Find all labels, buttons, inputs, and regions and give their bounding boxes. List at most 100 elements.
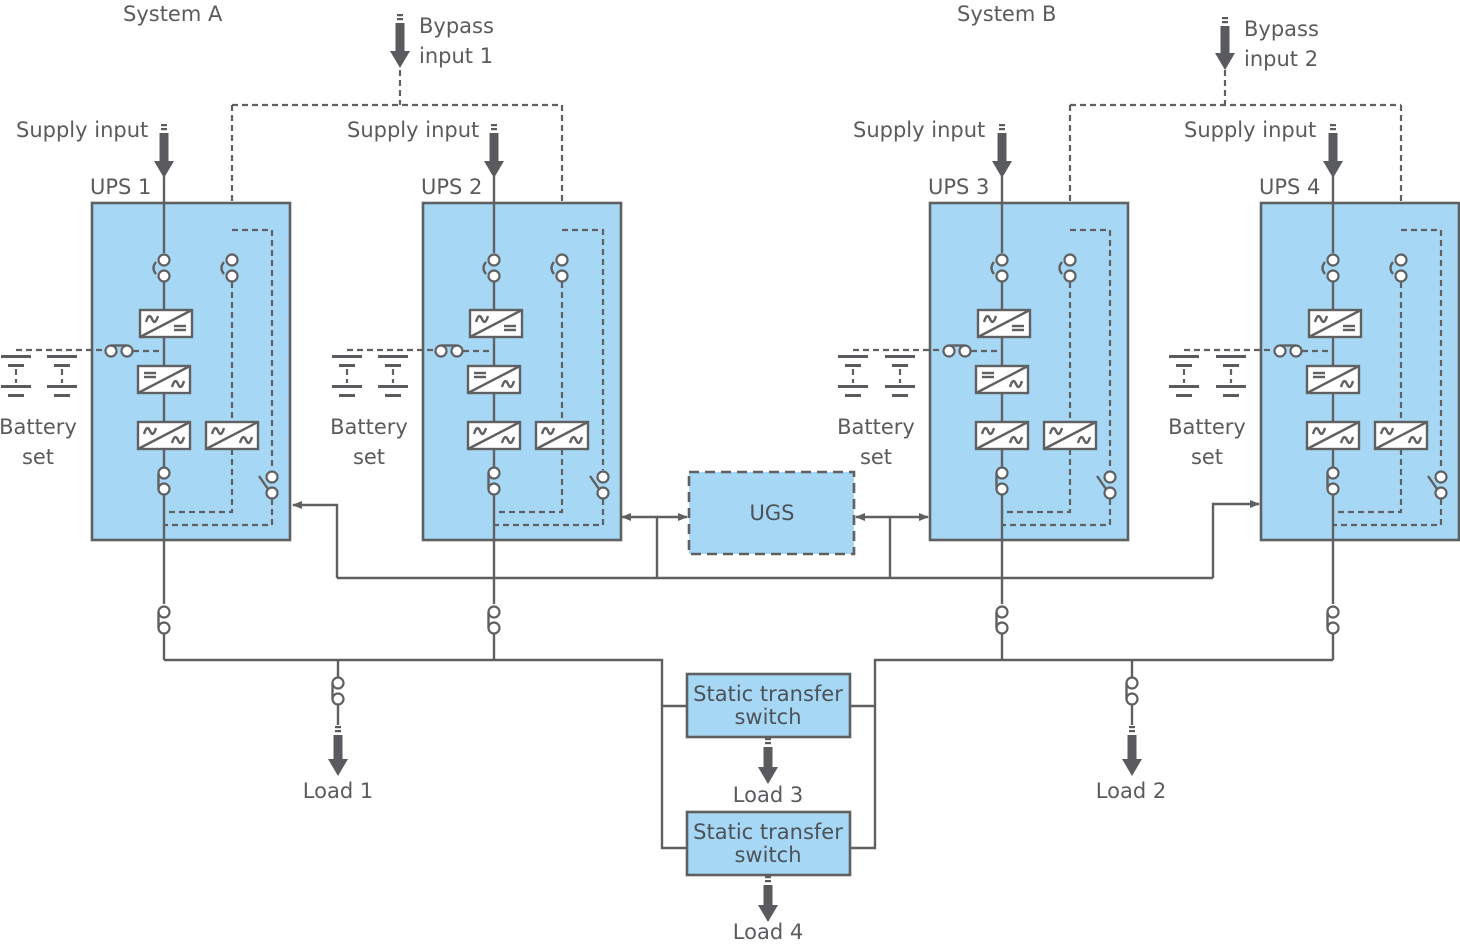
load-4-label: Load 4: [733, 920, 803, 944]
input-breaker: [152, 253, 171, 283]
static-bypass-switch: [1373, 420, 1429, 451]
bypass-return: [1333, 449, 1403, 514]
breaker-bracket: [990, 261, 995, 275]
battery-cell: [378, 355, 408, 397]
battery-plate: [1169, 355, 1199, 358]
system-b-title: System B: [957, 2, 1056, 26]
breaker-bracket: [152, 261, 157, 275]
converter-diagonal: [1374, 420, 1428, 451]
switch-blade: [589, 475, 600, 490]
breaker-contact: [1434, 486, 1448, 500]
input-breaker: [482, 253, 501, 283]
bypass-input-1-line2: input 1: [419, 44, 493, 68]
breaker-bracket: [550, 261, 555, 275]
ups-unit-3: [838, 105, 1130, 660]
arrow-shaft: [763, 747, 773, 769]
maintenance-bypass-return: [1002, 499, 1112, 527]
ups-2-supply-label: Supply input: [347, 118, 479, 142]
inverter: [1305, 364, 1361, 395]
ups-3-supply-label: Supply input: [853, 118, 985, 142]
arrow-tick: [161, 124, 167, 127]
ac-symbol: [500, 379, 516, 389]
breaker-contact: [995, 253, 1009, 267]
breaker-contact: [487, 269, 501, 283]
battery-set-2-line2: set: [353, 445, 385, 469]
battery-set-1-line2: set: [22, 445, 54, 469]
arrow-head: [328, 759, 348, 776]
ac-symbol: [1407, 435, 1423, 445]
breaker-contact: [1326, 482, 1340, 496]
arrow-head: [1215, 53, 1235, 70]
breaker-contact: [1434, 470, 1448, 484]
breaker-bracket: [1321, 261, 1326, 275]
arrow-tick: [1330, 128, 1336, 131]
battery-plate: [1169, 385, 1199, 388]
system-a-title: System A: [123, 2, 223, 26]
maintenance-bypass-return: [494, 499, 605, 527]
output-breaker: [995, 466, 1009, 496]
battery-plate: [332, 355, 362, 358]
bypass-breaker: [1389, 253, 1408, 283]
arrow-head: [154, 161, 174, 178]
converter-diagonal: [1306, 420, 1360, 451]
ups-3-label: UPS 3: [928, 175, 989, 199]
maintenance-bypass-wire: [232, 228, 274, 470]
load-3-arrow: [758, 738, 778, 784]
arrow-head: [758, 905, 778, 922]
bypass-breaker: [550, 253, 569, 283]
arrow-tick: [491, 124, 497, 127]
breaker-contact: [157, 621, 171, 635]
bypass-input-2-line2: input 2: [1244, 47, 1318, 71]
bypass-return: [494, 449, 564, 514]
breaker-contact: [995, 621, 1009, 635]
static-transfer-switch-1: [685, 672, 852, 739]
ac-symbol: [170, 435, 186, 445]
bypass-return: [1002, 449, 1072, 514]
bypass-input-1-line1: Bypass: [419, 14, 494, 38]
battery-plate: [892, 364, 908, 367]
arrow-head: [1122, 759, 1142, 776]
switch-blade: [1096, 475, 1107, 490]
ups-unit-2: [332, 105, 623, 660]
converter-diagonal: [467, 364, 521, 395]
converter-diagonal: [535, 420, 589, 451]
battery-plate: [54, 394, 70, 397]
ac-symbol: [1339, 379, 1355, 389]
maintenance-bypass-switch: [1096, 470, 1117, 500]
arrow-tick: [397, 14, 403, 17]
battery-cell: [885, 355, 915, 397]
rectifier: [468, 308, 524, 339]
ac-symbol: [1008, 379, 1024, 389]
distribution-breaker: [487, 605, 501, 635]
maintenance-bypass-wire: [562, 228, 605, 470]
inverter: [466, 364, 522, 395]
battery-plate: [1176, 394, 1192, 397]
load-1-label: Load 1: [303, 779, 373, 803]
battery-plate: [8, 364, 24, 367]
breaker-contact: [331, 692, 345, 706]
static-bypass-switch: [204, 420, 260, 451]
load-2-label: Load 2: [1096, 779, 1166, 803]
sts-2-line2: switch: [734, 843, 801, 867]
breaker-contact: [157, 605, 171, 619]
ac-symbol: [142, 426, 158, 436]
output-breaker: [487, 466, 501, 496]
breaker-contact: [331, 676, 345, 690]
battery-plate: [845, 364, 861, 367]
ac-symbol: [1076, 435, 1092, 445]
breaker-contact: [995, 605, 1009, 619]
ac-symbol: [1008, 435, 1024, 445]
arrow-tick: [999, 124, 1005, 127]
arrow-tick: [397, 18, 403, 21]
arrow-tick: [999, 128, 1005, 131]
input-breaker: [1321, 253, 1340, 283]
battery-plate: [385, 364, 401, 367]
arrow-tick: [1222, 21, 1228, 24]
converter-diagonal: [1306, 364, 1360, 395]
output-converter: [1305, 420, 1361, 451]
arrow-shaft: [763, 885, 773, 907]
ups-2-label: UPS 2: [421, 175, 482, 199]
arrow-shaft: [1127, 735, 1137, 761]
static-bypass-switch: [1042, 420, 1098, 451]
